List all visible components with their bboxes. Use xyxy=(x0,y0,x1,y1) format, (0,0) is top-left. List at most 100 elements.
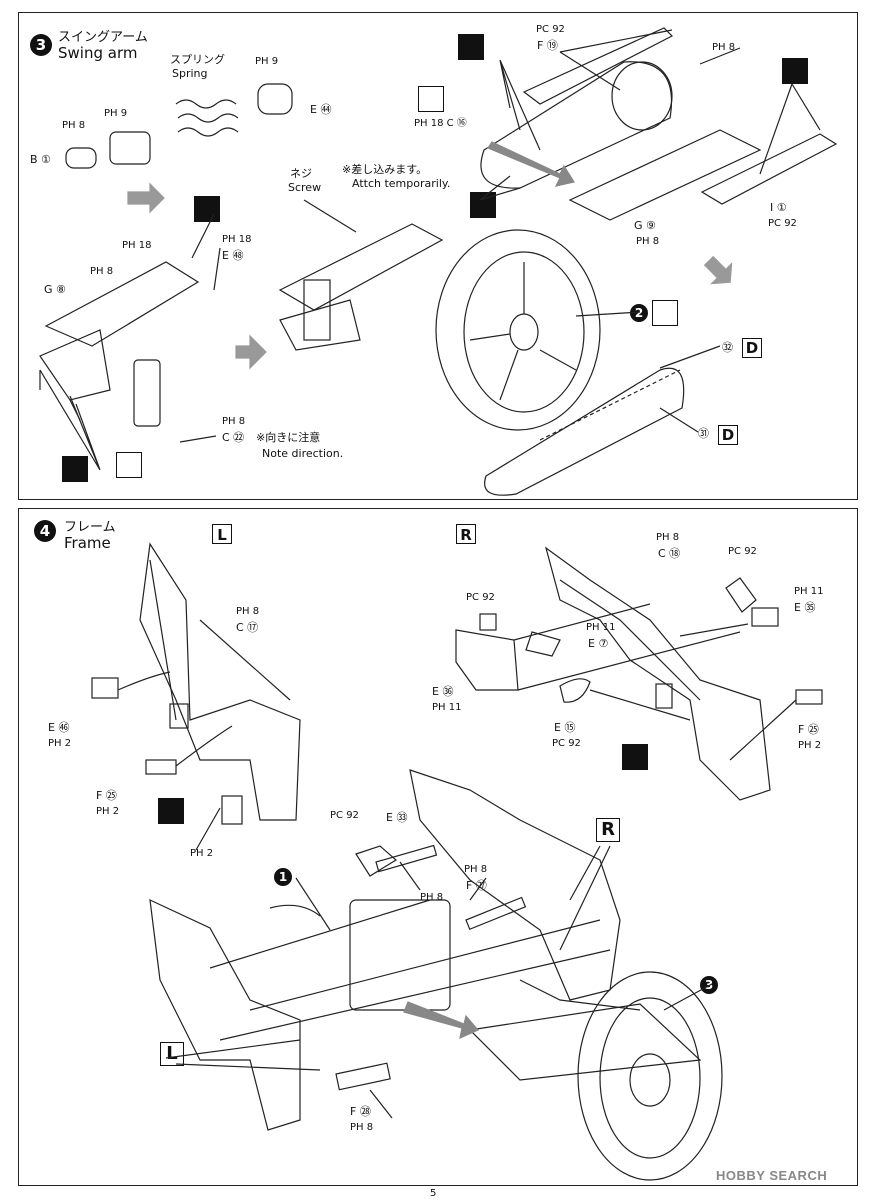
no-cement-icon xyxy=(652,300,678,326)
part-ph8-topright: PH 8 xyxy=(712,42,736,53)
part-ph2-bottom: PH 2 xyxy=(190,848,214,859)
part-e33-shape xyxy=(355,845,398,877)
direction-note-jp: ※向きに注意 xyxy=(256,431,321,444)
part-i1: I ① xyxy=(770,201,787,214)
chain-guard-top xyxy=(480,27,838,221)
part-f28: F ㉘ xyxy=(350,1105,371,1118)
part-e15-shape xyxy=(559,678,591,703)
no-cement-icon xyxy=(116,452,142,478)
part-pc92-right: PC 92 xyxy=(728,546,757,557)
cement-icon xyxy=(62,456,88,482)
cement-icon xyxy=(158,798,184,824)
reservoir-tank xyxy=(455,613,519,691)
decal-d-box-bottom: D xyxy=(718,425,738,445)
part-f25-left: F ㉕ xyxy=(96,789,117,802)
attach-note-jp: ※差し込みます。 xyxy=(342,163,428,176)
swing-arm-center xyxy=(278,199,444,351)
part-e35: E ㉟ xyxy=(794,601,816,614)
part-c17: C ⑰ xyxy=(236,621,259,634)
part-e7: E ⑦ xyxy=(588,637,609,650)
engine-block xyxy=(349,899,451,1011)
direction-note-en: Note direction. xyxy=(262,447,344,460)
part-ph8-c17: PH 8 xyxy=(236,606,260,617)
part-ph2-f25-right: PH 2 xyxy=(798,740,822,751)
frame-right-half xyxy=(544,546,771,801)
main-frame-assembly xyxy=(149,769,621,1131)
cement-icon xyxy=(622,744,648,770)
part-e35-lower xyxy=(751,607,779,627)
part-ph8-f27: PH 8 xyxy=(464,864,488,875)
shock-absorber-parts xyxy=(65,83,293,169)
part-f25-right-shape xyxy=(795,689,823,705)
step3-title-en: Swing arm xyxy=(58,44,138,62)
cement-icon xyxy=(194,196,220,222)
subassembly-2-marker: 2 xyxy=(630,304,648,322)
part-ph8-g9: PH 8 xyxy=(636,236,660,247)
left-side-box-main: L xyxy=(160,1042,184,1066)
part-c18: C ⑱ xyxy=(658,547,681,560)
frame-left-half xyxy=(139,542,301,825)
part-e35-upper xyxy=(725,577,757,613)
part-f25-right: F ㉕ xyxy=(798,723,819,736)
screw-label-en: Screw xyxy=(288,181,322,194)
part-e48: E ㊽ xyxy=(222,249,244,262)
part-pc92-i1: PC 92 xyxy=(768,218,797,229)
attach-note-en: Attch temporarily. xyxy=(352,177,451,190)
step3-panel xyxy=(18,12,858,500)
part-ph8-c18: PH 8 xyxy=(656,532,680,543)
part-e15: E ⑮ xyxy=(554,721,576,734)
step3-number: 3 xyxy=(30,34,52,56)
part-ph18-right: PH 18 xyxy=(222,234,252,245)
part-e36: E ㊱ xyxy=(432,685,454,698)
part-ph11-e36: PH 11 xyxy=(432,702,462,713)
part-ph9-top: PH 9 xyxy=(255,56,279,67)
cement-icon xyxy=(782,58,808,84)
part-ph8-e33: PH 8 xyxy=(420,892,444,903)
exhaust-hose xyxy=(269,904,321,917)
part-f25-shape xyxy=(145,759,177,775)
decal-31-label: ㉛ xyxy=(698,427,709,440)
decal-d-box-top: D xyxy=(742,338,762,358)
part-ph8-mid: PH 8 xyxy=(90,266,114,277)
cement-icon xyxy=(458,34,484,60)
part-e7-shape xyxy=(525,631,561,657)
part-ph2-f25-left: PH 2 xyxy=(96,806,120,817)
part-e46-shape xyxy=(91,677,119,699)
step4-panel xyxy=(18,508,858,1186)
drive-chain xyxy=(484,367,685,496)
part-e33: E ㉝ xyxy=(386,811,408,824)
part-pc92-top: PC 92 xyxy=(536,24,565,35)
step3-title-jp: スイングアーム xyxy=(58,30,148,45)
no-cement-icon xyxy=(418,86,444,112)
part-ph9-left: PH 9 xyxy=(104,108,128,119)
part-f19: F ⑲ xyxy=(537,39,558,52)
rear-wheel xyxy=(435,229,601,431)
part-ph18-c16: PH 18 C ⑯ xyxy=(414,118,467,129)
watermark: HOBBY SEARCH xyxy=(716,1168,828,1183)
swing-arm-wheel-assembly xyxy=(468,971,723,1181)
screw-label-jp: ネジ xyxy=(290,167,312,180)
swing-arm-left xyxy=(39,261,200,427)
spring-label-jp: スプリング xyxy=(170,53,225,66)
part-b1: B ① xyxy=(30,153,51,166)
f27-rod-shape xyxy=(465,896,527,931)
part-g9: G ⑨ xyxy=(634,219,656,232)
part-ph8-left: PH 8 xyxy=(62,120,86,131)
subassembly-1-marker: 1 xyxy=(274,868,292,886)
page-number: 5 xyxy=(430,1188,437,1199)
part-ph11-right: PH 11 xyxy=(794,586,824,597)
step4-title-en: Frame xyxy=(64,534,111,552)
pin-rod-shape xyxy=(375,844,438,873)
decal-32-label: ㉜ xyxy=(722,341,733,354)
part-c22: C ㉒ xyxy=(222,431,245,444)
part-e44: E ㊹ xyxy=(310,103,332,116)
right-side-box-main: R xyxy=(596,818,620,842)
part-pc92-e33: PC 92 xyxy=(330,810,359,821)
part-ph8-f28: PH 8 xyxy=(350,1122,374,1133)
f28-bar-shape xyxy=(335,1062,391,1091)
spring-label-en: Spring xyxy=(172,67,208,80)
part-e46: E ㊻ xyxy=(48,721,70,734)
step4-number: 4 xyxy=(34,520,56,542)
